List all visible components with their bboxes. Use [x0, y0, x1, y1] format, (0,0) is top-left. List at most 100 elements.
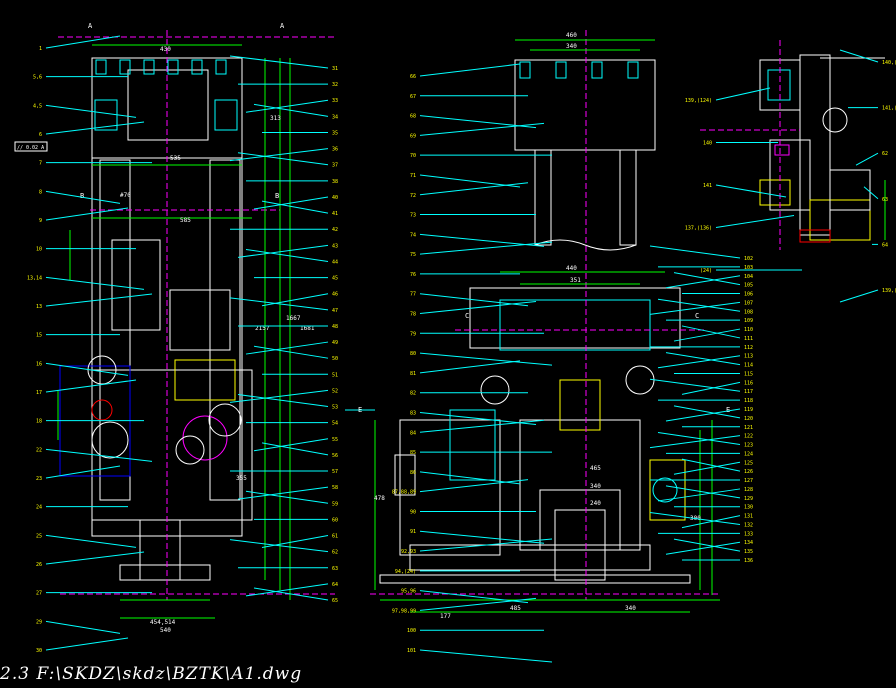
- leader-label: 135: [744, 549, 753, 555]
- leader-line: [419, 360, 521, 374]
- right-bracket: [214, 99, 238, 131]
- floor: [379, 574, 691, 584]
- leader-label: 73: [410, 213, 416, 219]
- leader-line: [681, 381, 741, 395]
- leader-label: 101: [407, 648, 416, 654]
- leader-label: 91: [410, 529, 416, 535]
- detail-yellow: [759, 179, 791, 206]
- leader-label: 79: [410, 331, 416, 337]
- leader-line: [665, 275, 741, 289]
- leader-label: 86: [410, 470, 416, 476]
- file-path-label: 2.3 F:\SKDZ\skdz\BZTK\A1.dwg: [0, 664, 303, 684]
- flywheel: [91, 421, 129, 459]
- section-mark: E: [358, 406, 362, 414]
- leader-line: [665, 485, 741, 499]
- leader-label: 55: [332, 437, 338, 443]
- leader-label: 63: [332, 566, 338, 572]
- leader-label: 67: [410, 94, 416, 100]
- leader-line: [681, 458, 741, 472]
- leader-label: 140,(139): [882, 60, 896, 66]
- leader-label: 41: [332, 211, 338, 217]
- leader-line: [839, 49, 879, 63]
- top-bolt: [167, 59, 179, 75]
- leader-label: 63: [882, 197, 888, 203]
- leader-label: 42: [332, 227, 338, 233]
- leader-label: 128: [744, 487, 753, 493]
- leader-line: [261, 200, 329, 214]
- leader-label: 61: [332, 534, 338, 540]
- detail-plate: [829, 169, 871, 211]
- dimension-text: 440: [566, 265, 577, 272]
- leader-line: [237, 244, 329, 258]
- leader-label: 92,93: [401, 549, 416, 555]
- leader-label: 66: [410, 74, 416, 80]
- section-mark: B: [80, 192, 84, 200]
- leader-label: 13: [36, 304, 42, 310]
- leader-label: 100: [407, 628, 416, 634]
- top-bolt: [119, 59, 131, 75]
- leader-label: 9: [39, 218, 42, 224]
- detail-inner: [767, 69, 791, 101]
- leader-label: 81: [410, 371, 416, 377]
- leader-line: [419, 597, 537, 611]
- gear: [480, 375, 510, 405]
- leader-label: 121: [744, 425, 753, 431]
- leader-label: 116: [744, 380, 753, 386]
- magenta-gear: [182, 415, 228, 461]
- leader-line: [237, 152, 329, 166]
- leader-line: [45, 362, 129, 376]
- leader-label: 18: [36, 419, 42, 425]
- detail-circle: [822, 107, 848, 133]
- leader-label: 5,6: [33, 75, 42, 81]
- leader-label: 60: [332, 517, 338, 523]
- lower-block: [539, 489, 621, 551]
- leader-line: [419, 419, 545, 433]
- dimension-text: 177: [440, 613, 451, 620]
- dimension-text: 313: [270, 115, 281, 122]
- side-bracket: [649, 459, 686, 521]
- leader-label: 47: [332, 308, 338, 314]
- leader-label: 10: [36, 247, 42, 253]
- leader-label: 32: [332, 82, 338, 88]
- foot: [119, 564, 211, 581]
- tolerance-text: // 0.02 A: [17, 145, 44, 151]
- leader-line: [45, 121, 145, 135]
- leader-label: 125: [744, 460, 753, 466]
- leader-label: 26: [36, 562, 42, 568]
- leader-line: [253, 587, 329, 601]
- leader-label: 59: [332, 501, 338, 507]
- leader-line: [45, 276, 145, 290]
- leader-label: 110: [744, 327, 753, 333]
- section-mark: E: [726, 406, 730, 414]
- leader-line: [673, 272, 741, 286]
- leader-label: 85: [410, 450, 416, 456]
- leader-label: 8: [39, 189, 42, 195]
- top-bolt: [555, 61, 567, 79]
- leader-label: 22: [36, 447, 42, 453]
- leader-line: [657, 488, 741, 502]
- leader-line: [45, 104, 137, 118]
- leader-line: [673, 461, 741, 475]
- leader-label: 141: [703, 183, 712, 189]
- leader-label: 70: [410, 153, 416, 159]
- top-bolt: [519, 61, 531, 79]
- leader-line: [681, 325, 741, 339]
- leader-label: 83: [410, 410, 416, 416]
- leader-line: [229, 389, 329, 403]
- section-mark: C: [465, 312, 469, 320]
- leader-label: 68: [410, 114, 416, 120]
- leader-label: 64: [882, 242, 888, 248]
- leader-label: 108: [744, 309, 753, 315]
- motor-end: [394, 454, 416, 496]
- leader-line: [673, 538, 741, 552]
- detail-red: [799, 229, 831, 243]
- leader-label: 62: [332, 550, 338, 556]
- leader-line: [45, 35, 121, 49]
- leader-line: [45, 637, 129, 651]
- dimension-text: 478: [374, 495, 385, 502]
- leader-line: [673, 405, 741, 419]
- leader-label: 137,(136): [685, 226, 712, 232]
- detail-view: [700, 40, 886, 250]
- leader-label: 23: [36, 476, 42, 482]
- leader-line: [229, 148, 329, 162]
